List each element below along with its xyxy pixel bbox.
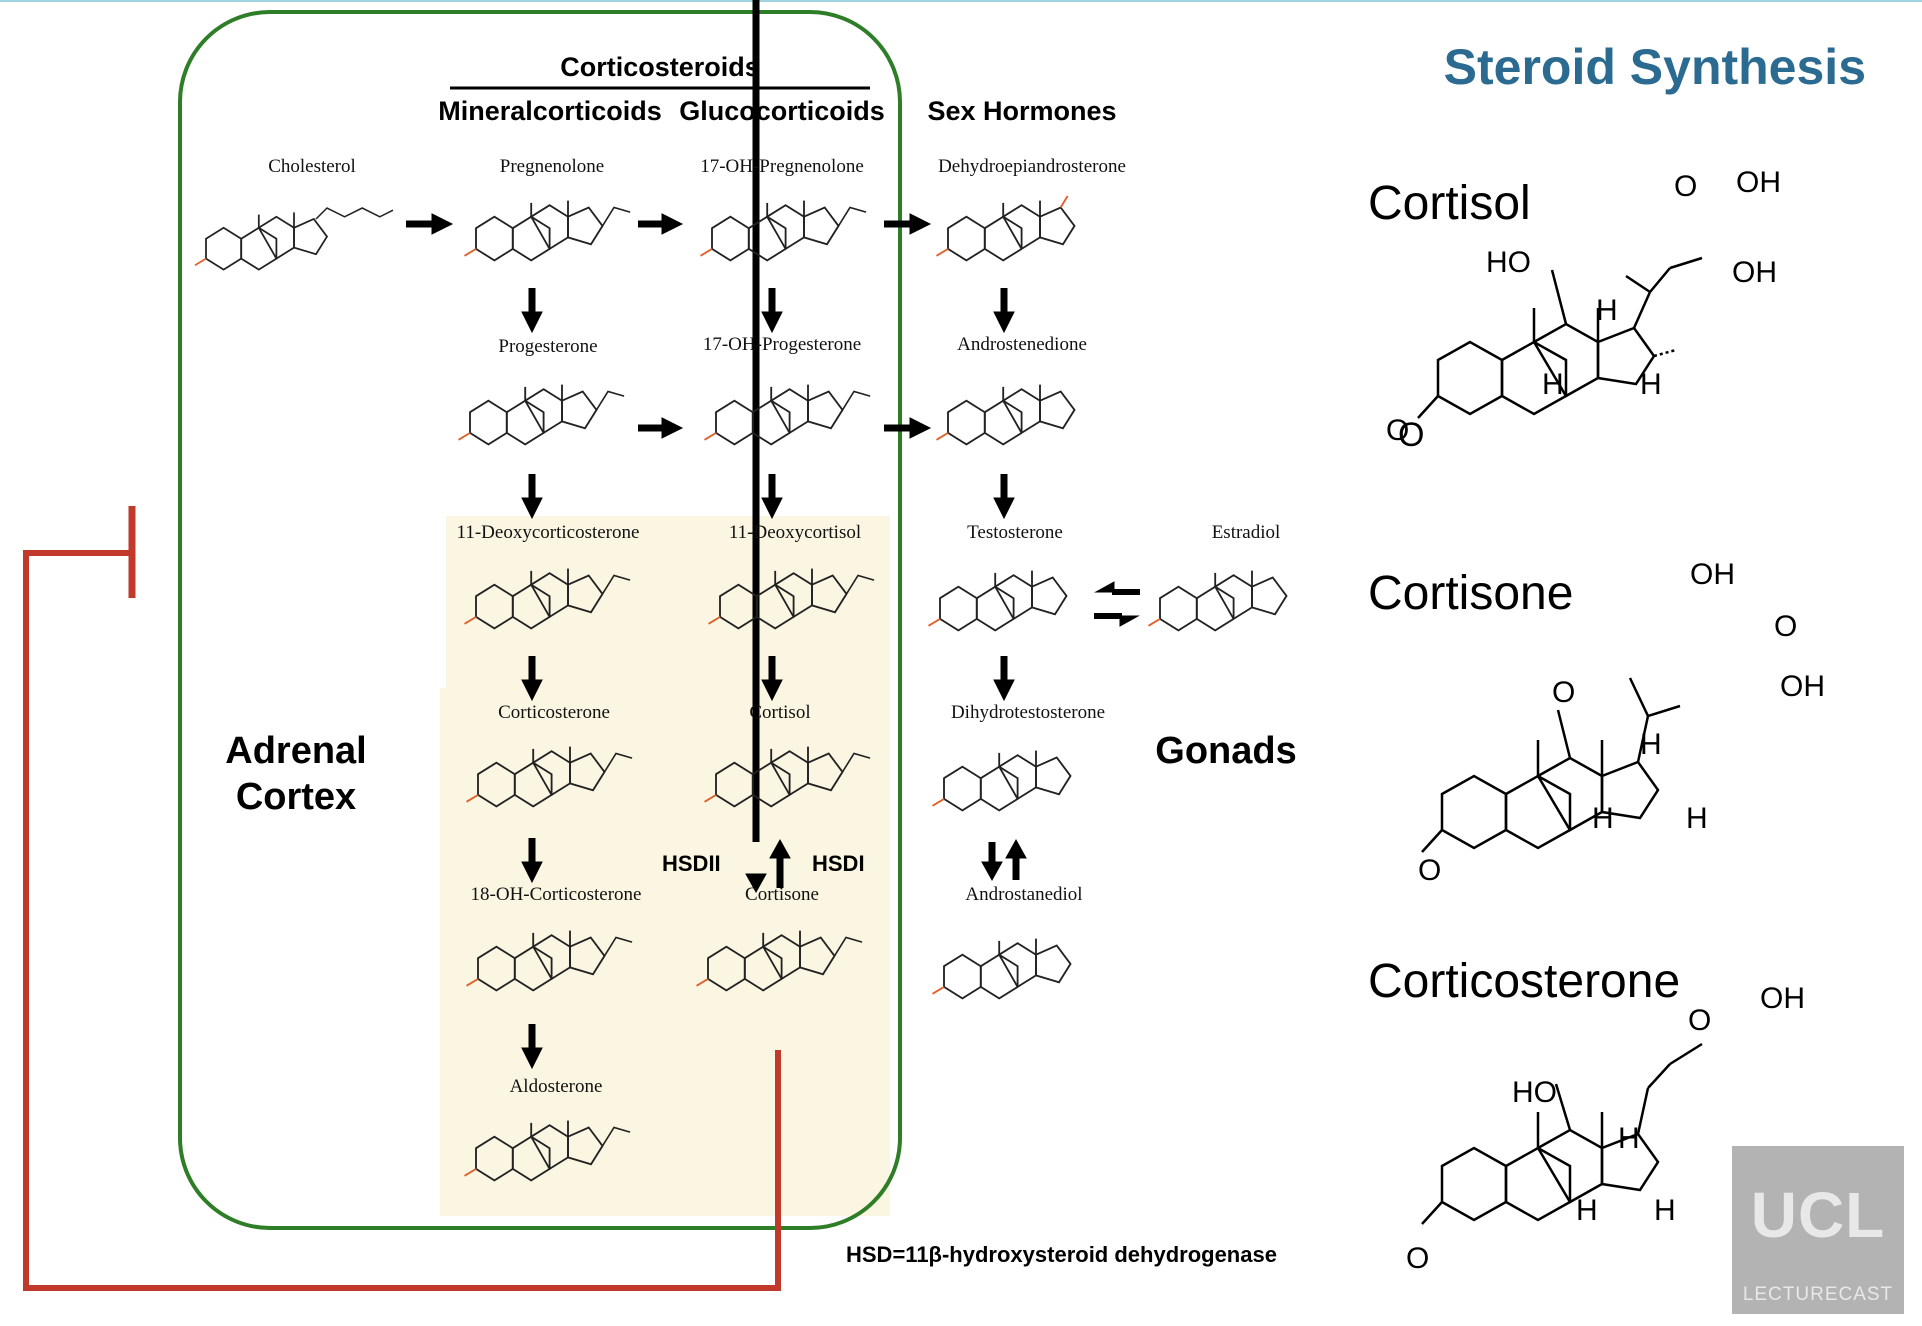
ucl-lecturecast-watermark: UCL LECTURECAST [1732, 1146, 1904, 1314]
svg-text:OH: OH [1760, 982, 1805, 1015]
svg-text:O: O [1386, 414, 1409, 447]
structure-dhea [935, 195, 1076, 262]
struct-title-cortisone: Cortisone [1368, 567, 1574, 620]
structure-pregnenolone [463, 199, 631, 262]
region-adrenal-line1: Adrenal [225, 730, 367, 772]
large-structure-cortisone [1421, 677, 1681, 853]
label-cortisone: Cortisone [745, 884, 819, 905]
label-androstanediol: Androstanediol [965, 884, 1083, 905]
label-11-deoxycorticosterone: 11-Deoxycorticosterone [456, 522, 640, 543]
enzyme-hsd1: HSDI [812, 851, 865, 876]
svg-text:H: H [1640, 728, 1662, 761]
adrenal-cortex-box [178, 10, 902, 1230]
structure-corticosterone [465, 745, 633, 808]
region-gonads: Gonads [1155, 730, 1297, 772]
svg-text:H: H [1542, 368, 1564, 401]
label-17oh-pregnenolone: 17-OH-Pregnenolone [700, 156, 864, 177]
label-18oh-corticosterone: 18-OH-Corticosterone [470, 884, 642, 905]
structure-aldosterone [463, 1119, 631, 1182]
footnote-hsd: HSD=11β-hydroxysteroid dehydrogenase [846, 1242, 1277, 1267]
structure-cortisol [703, 745, 871, 808]
label-dihydrotestosterone: Dihydrotestosterone [950, 702, 1106, 723]
label-pregnenolone: Pregnenolone [499, 156, 605, 177]
svg-text:H: H [1576, 1194, 1598, 1227]
label-androstenedione: Androstenedione [957, 334, 1087, 355]
label-corticosterone: Corticosterone [498, 702, 610, 723]
large-structure-corticosterone [1421, 1042, 1703, 1225]
label-testosterone: Testosterone [967, 522, 1063, 543]
svg-text:H: H [1654, 1194, 1676, 1227]
structure-11-deoxycorticosterone [463, 567, 631, 630]
feedback-inhibition-line [23, 550, 781, 1291]
header-mineralcorticoids: Mineralcorticoids [438, 96, 662, 126]
label-dhea: Dehydroepiandrosterone [938, 156, 1126, 177]
svg-text:O: O [1774, 610, 1797, 643]
structure-17oh-pregnenolone [699, 199, 867, 262]
svg-text:O: O [1688, 1004, 1711, 1037]
svg-text:O: O [1674, 170, 1697, 203]
svg-text:OH: OH [1780, 670, 1825, 703]
svg-text:OH: OH [1732, 256, 1777, 289]
structure-cholesterol [194, 207, 394, 271]
header-corticosteroids: Corticosteroids [560, 52, 760, 82]
large-structure-cortisol: O [1398, 256, 1703, 450]
struct-title-corticosterone: Corticosterone [1368, 955, 1681, 1008]
label-cholesterol: Cholesterol [268, 156, 356, 177]
svg-text:O: O [1418, 854, 1441, 887]
svg-text:O: O [1552, 676, 1575, 709]
label-cortisol: Cortisol [749, 702, 811, 723]
svg-text:H: H [1686, 802, 1708, 835]
region-adrenal-line2: Cortex [235, 776, 357, 818]
svg-text:H: H [1618, 1122, 1640, 1155]
struct-title-cortisol: Cortisol [1368, 177, 1531, 230]
watermark-sub: LECTURECAST [1742, 1284, 1894, 1305]
svg-text:H: H [1596, 294, 1618, 327]
svg-text:HO: HO [1512, 1076, 1557, 1109]
svg-text:HO: HO [1486, 246, 1531, 279]
label-11-deoxycortisol: 11-Deoxycortisol [728, 522, 862, 543]
structure-18oh-corticosterone [465, 929, 633, 992]
structure-17oh-progesterone [703, 383, 871, 446]
svg-text:O: O [1398, 416, 1424, 450]
watermark-brand: UCL [1750, 1179, 1886, 1251]
label-progesterone: Progesterone [498, 336, 598, 357]
region-adrenal-cortex: Adrenal Cortex [206, 728, 386, 820]
label-aldosterone: Aldosterone [509, 1076, 603, 1097]
svg-text:H: H [1640, 368, 1662, 401]
corticoid-highlight [440, 516, 890, 1216]
reaction-arrows [406, 0, 1140, 1070]
enzyme-hsd2: HSDII [662, 851, 721, 876]
label-estradiol: Estradiol [1211, 522, 1281, 543]
structure-cortisone [695, 929, 863, 992]
header-sex-hormones: Sex Hormones [927, 96, 1117, 126]
header-glucocorticoids: Glucocorticoids [679, 96, 885, 126]
svg-text:H: H [1592, 802, 1614, 835]
structure-progesterone [457, 383, 625, 446]
svg-text:O: O [1406, 1242, 1429, 1275]
label-17oh-progesterone: 17-OH-Progesterone [702, 334, 862, 355]
page-title: Steroid Synthesis [1443, 39, 1866, 95]
svg-text:OH: OH [1690, 558, 1735, 591]
structure-11-deoxycortisol [707, 567, 875, 630]
svg-text:OH: OH [1736, 166, 1781, 199]
